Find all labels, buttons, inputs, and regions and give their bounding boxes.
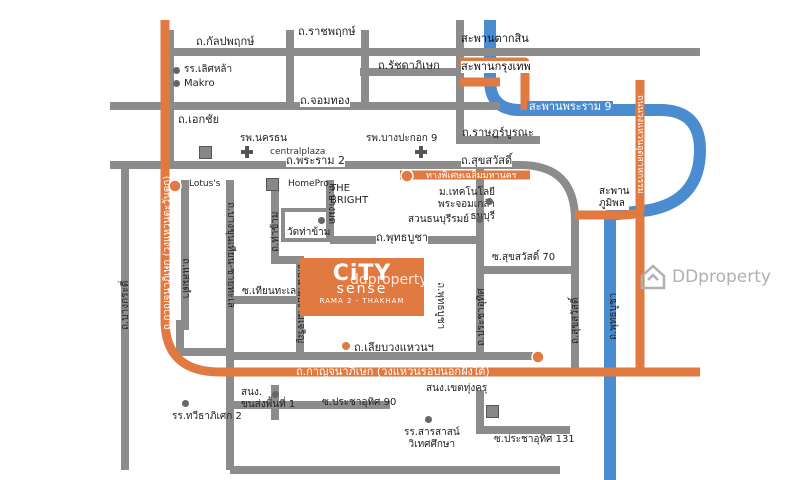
road-ratchadaphisek-label: ถ.รัชดาภิเษก	[378, 59, 440, 72]
road-suk-sawat-v-label: ถ.สุขสวัสดิ์	[570, 297, 581, 345]
road-ratburana-label: ถ.ราษฎร์บูรณะ	[462, 126, 534, 139]
ddproperty-watermark: DDproperty	[640, 264, 771, 290]
place-dot	[272, 391, 279, 398]
ring-west-label: ถ.กาญจนาภิเษก (วงแหวนตะวันตก)	[162, 175, 173, 330]
place-bangkok-hospital: รพ.นครธน	[240, 133, 287, 144]
place-dot	[173, 80, 180, 87]
place-dot	[425, 416, 432, 423]
road-phutthabucha-v-label: ถ.พุทธบูชา	[435, 282, 446, 330]
place-wat-tha-kham: วัดท่าข้าม	[287, 227, 331, 238]
road-phutthabucha-v2-label: ถ.พุทธบูชา	[608, 292, 619, 340]
project-sense: sense	[336, 281, 388, 297]
road-bang-kradi-label: ถ.บางกระดี่	[120, 280, 131, 330]
bridge-krungthep-label: สะพานกรุงเทพ	[461, 60, 531, 73]
place-sonkho-district: สนง.เขตทุ่งครุ	[426, 383, 488, 394]
ddproperty-text: DDproperty	[672, 267, 771, 287]
place-dot	[173, 67, 180, 74]
road-ekkachai-label: ถ.เอกชัย	[178, 113, 220, 126]
watermark-mid: ddproperty.com	[350, 272, 461, 288]
place-bangpakok9: รพ.บางปะกอก 9	[366, 133, 438, 144]
road-kalapaphruek-label: ถ.กัลปพฤกษ์	[196, 35, 255, 48]
place-dot	[182, 400, 189, 407]
ddproperty-logo-icon	[640, 264, 666, 290]
road-phutthabucha-label: ถ.พุทธบูชา	[376, 231, 428, 244]
place-central-plaza: centralplaza	[270, 147, 326, 157]
shop-icon	[199, 146, 212, 159]
bridge-bhumibol-label: สะพาน ภูมิพล	[599, 186, 630, 210]
hospital-icon	[241, 146, 253, 158]
road-thian-thale-7-label: ซ.เทียนทะเล 7	[242, 286, 306, 297]
place-sonkho-nonsi: สนง. ขนส่งพื้นที่ 1	[241, 387, 296, 410]
project-brand: CiTY	[332, 261, 392, 286]
project-marker	[340, 340, 352, 352]
road-tha-kham-label: ถ.ท่าข้าม	[270, 211, 281, 252]
road-chom-thong-label: ถ.จอมทอง	[300, 94, 350, 107]
ring-west-south	[160, 20, 700, 377]
road-ratchaphruek-label: ถ.ราชพฤกษ์	[298, 25, 356, 38]
shop-icon	[266, 178, 279, 191]
bridge-rama9-label: สะพานพระราม 9	[527, 100, 614, 113]
road-suk-sawat-70-label: ซ.สุขสวัสดิ์ 70	[492, 252, 556, 263]
place-dot	[318, 217, 325, 224]
road-samae-dam-label: ถ.แสมดำ	[180, 258, 191, 299]
place-dot	[476, 216, 483, 223]
bridge-taksin-label: สะพานตากสิน	[461, 32, 529, 45]
place-thawi-thapisek: รร.ทวีธาภิเศก 2	[172, 411, 242, 422]
road-soi-pracha-uthit-131	[476, 390, 570, 434]
place-suan-thon: สวนธนบุรีรมย์	[408, 214, 470, 225]
shop-icon	[486, 405, 499, 418]
road-rama2	[110, 161, 579, 370]
industrial-ring	[575, 80, 645, 220]
place-homepro: HomePro	[288, 179, 329, 189]
place-lotus: Lotus's	[189, 179, 221, 189]
place-kmutt: ม.เทคโนโลยี พระจอมเกล้าธนบุรี	[437, 187, 495, 222]
road-suk-sawat-label: ถ.สุขสวัสดิ์	[461, 154, 513, 167]
junction-icons	[168, 169, 545, 364]
place-sarasas: รร.สารสาสน์ วิเทศศึกษา	[404, 427, 460, 450]
place-makro: Makro	[184, 78, 215, 89]
place-the-bright: THE BRIGHT	[330, 183, 369, 206]
road-pracha-uthit-90-label: ซ.ประชาอุทิศ 90	[322, 397, 397, 408]
road-rama2-label: ถ.พระราม 2	[286, 154, 346, 167]
hospital-icon	[415, 146, 427, 158]
project-logo: CiTY sense RAMA 2 - THAKHAM	[300, 258, 424, 316]
ring-south-label: ถ.กาญจนาภิเษก (วงแหวนรอบนอกฝั่งใต้)	[296, 365, 490, 378]
road-pracha-uthit-label: ถ.ประชาอุทิศ	[476, 288, 487, 346]
place-dot	[486, 198, 493, 205]
place-lertla: รร.เลิศหล้า	[184, 64, 233, 75]
road-bang-khun-thian-label: ถ.บางขุนเทียน-ชายทะเล	[225, 202, 236, 308]
road-lieap-wongwaen-label: ถ.เลียบวงแหวนฯ	[354, 341, 434, 354]
road-pracha-uthit-131-label: ซ.ประชาอุทิศ 131	[494, 434, 575, 445]
tha-kham-block	[281, 208, 330, 242]
project-tagline: RAMA 2 - THAKHAM	[319, 297, 405, 305]
industrial-ring-label: ถนนวงแหวนอุตสาหกรรม	[635, 95, 645, 194]
expressway-label: ทางพิเศษเฉลิมมหานคร	[426, 171, 517, 181]
road-ring-inner	[176, 320, 230, 356]
